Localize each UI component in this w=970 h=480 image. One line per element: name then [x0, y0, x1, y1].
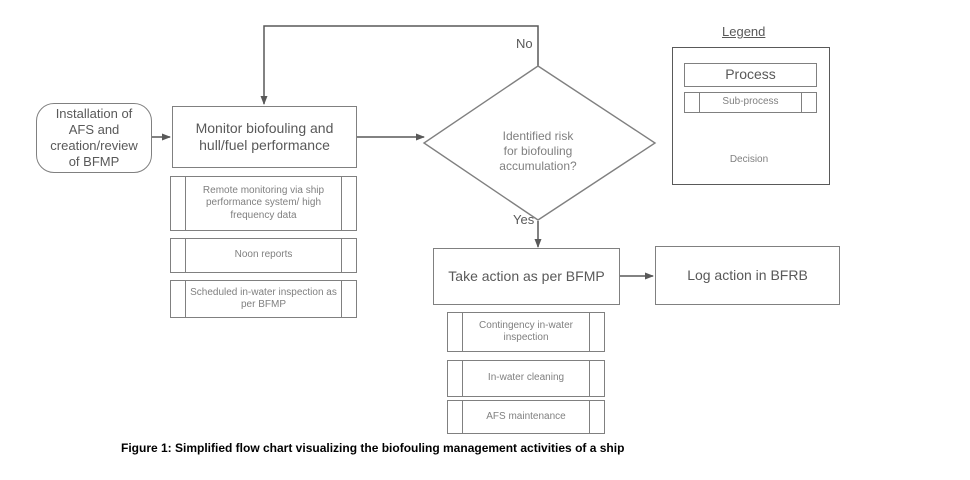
subprocess-remote-monitoring[interactable]: Remote monitoring via ship performance s…: [170, 176, 357, 231]
legend-item-process: Process: [684, 63, 817, 87]
legend-item-process-label: Process: [725, 66, 776, 83]
node-start-installation[interactable]: Installation of AFS and creation/review …: [36, 103, 152, 173]
subprocess-contingency-inspection-label: Contingency in-water inspection: [462, 313, 590, 351]
legend-title-text: Legend: [722, 24, 766, 39]
node-start-label: Installation of AFS and creation/review …: [50, 106, 138, 169]
node-take-action[interactable]: Take action as per BFMP: [433, 248, 620, 305]
edge-decision-no-loop: [260, 25, 539, 105]
node-log-action[interactable]: Log action in BFRB: [655, 246, 840, 305]
figure-caption-text: Figure 1: Simplified flow chart visualiz…: [121, 441, 625, 455]
node-take-action-label: Take action as per BFMP: [448, 267, 605, 284]
edge-label-yes-text: Yes: [513, 212, 535, 227]
subprocess-remote-monitoring-label: Remote monitoring via ship performance s…: [185, 177, 342, 230]
node-decision-label: Identified risk for biofouling accumulat…: [499, 129, 577, 173]
node-monitor-biofouling[interactable]: Monitor biofouling and hull/fuel perform…: [172, 106, 357, 168]
node-monitor-label: Monitor biofouling and hull/fuel perform…: [195, 119, 334, 153]
subprocess-scheduled-inspection[interactable]: Scheduled in-water inspection as per BFM…: [170, 280, 357, 318]
edge-label-yes: Yes: [513, 212, 534, 227]
node-log-action-label: Log action in BFRB: [687, 266, 808, 283]
subprocess-noon-reports[interactable]: Noon reports: [170, 238, 357, 273]
legend-item-subprocess-label: Sub-process: [699, 93, 802, 112]
decision-diamond-shape: [422, 65, 657, 221]
legend-title: Legend: [722, 24, 765, 39]
subprocess-scheduled-inspection-label: Scheduled in-water inspection as per BFM…: [185, 281, 342, 317]
subprocess-afs-maintenance[interactable]: AFS maintenance: [447, 400, 605, 434]
node-decision-identified-risk[interactable]: Identified risk for biofouling accumulat…: [458, 114, 618, 174]
subprocess-noon-reports-label: Noon reports: [185, 239, 342, 272]
subprocess-contingency-inspection[interactable]: Contingency in-water inspection: [447, 312, 605, 352]
legend-item-decision-label: Decision: [729, 153, 769, 165]
edge-label-no-text: No: [516, 36, 533, 51]
subprocess-afs-maintenance-label: AFS maintenance: [462, 401, 590, 433]
figure-caption: Figure 1: Simplified flow chart visualiz…: [121, 441, 624, 455]
subprocess-in-water-cleaning-label: In-water cleaning: [462, 361, 590, 396]
legend-item-decision: Decision: [705, 141, 793, 166]
edge-label-no: No: [516, 36, 533, 51]
subprocess-in-water-cleaning[interactable]: In-water cleaning: [447, 360, 605, 397]
legend-item-subprocess: Sub-process: [684, 92, 817, 113]
